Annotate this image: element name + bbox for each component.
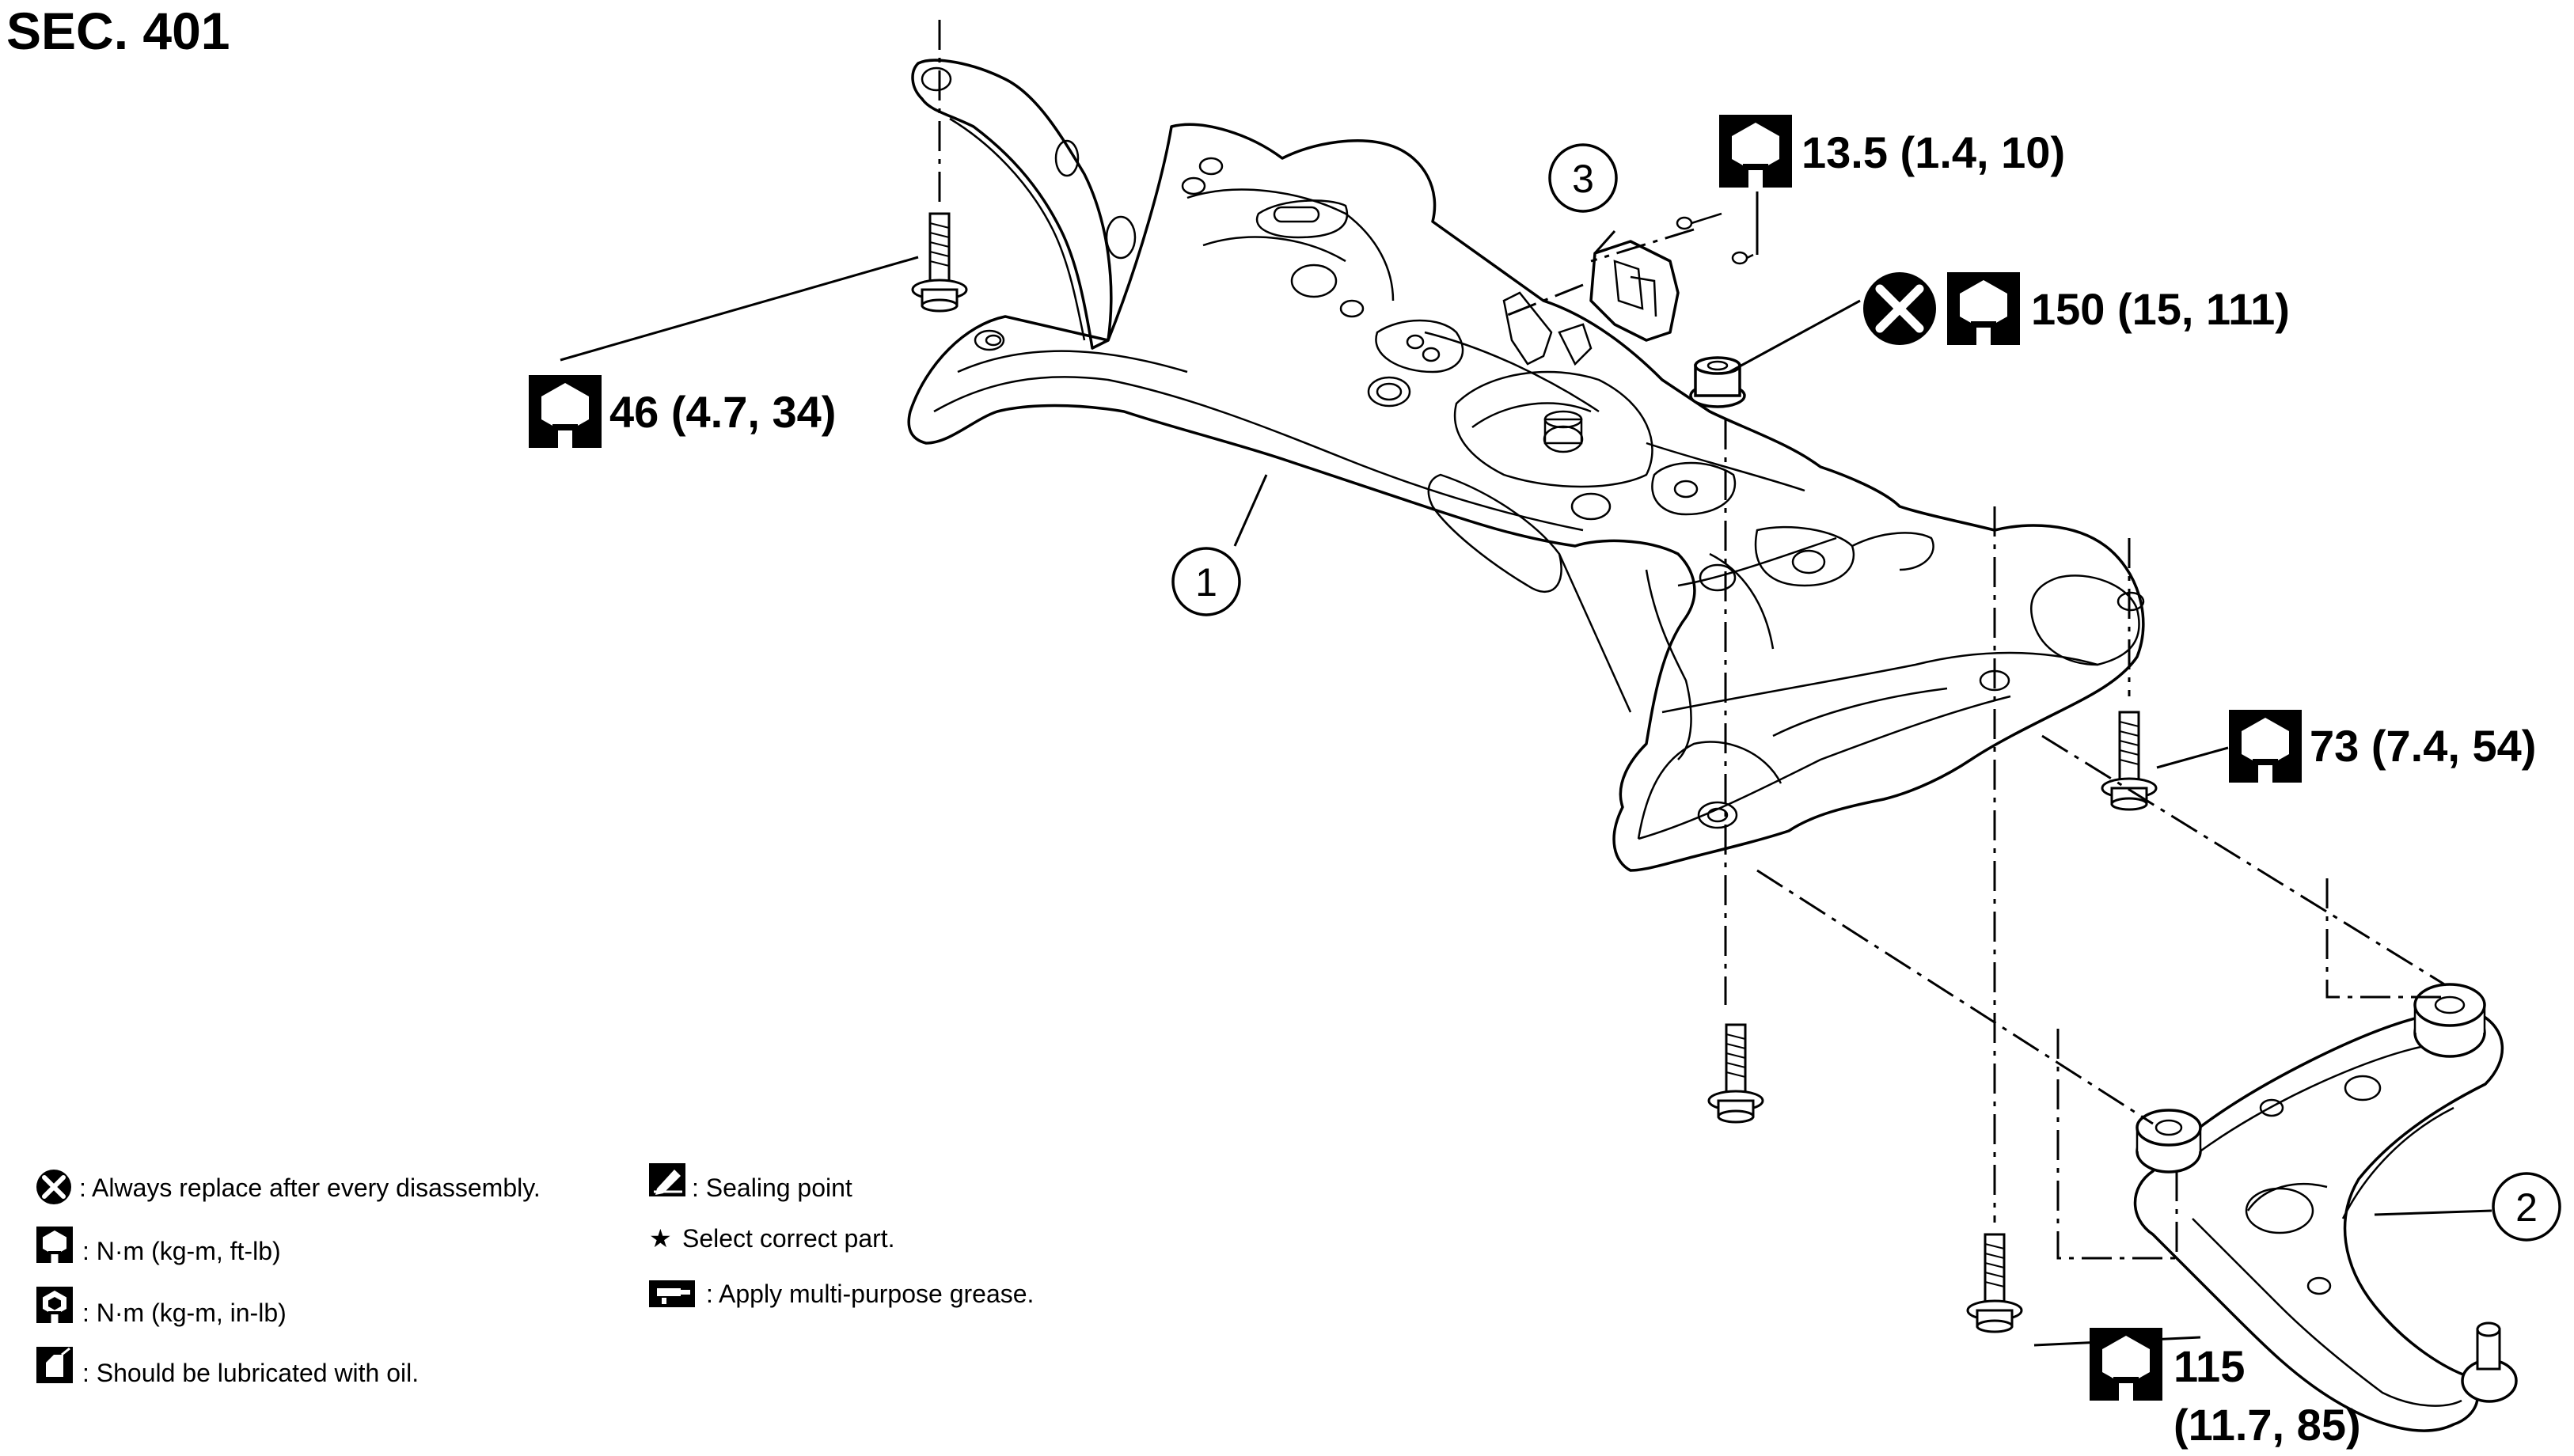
leader-lines bbox=[560, 191, 2492, 1347]
legend-oil: : Should be lubricated with oil. bbox=[36, 1347, 419, 1387]
legend-nm-inlb-text: : N·m (kg-m, in-lb) bbox=[82, 1299, 287, 1327]
wrench-hex-icon bbox=[2090, 1328, 2162, 1401]
star-icon: ★ bbox=[649, 1224, 672, 1253]
torque-value-1: 13.5 (1.4, 10) bbox=[1801, 127, 2065, 177]
x-circle-icon bbox=[36, 1170, 71, 1204]
legend-nm-inlb: : N·m (kg-m, in-lb) bbox=[36, 1287, 287, 1327]
legend-grease: : Apply multi-purpose grease. bbox=[649, 1280, 1034, 1308]
bolt-right bbox=[2101, 711, 2158, 811]
legend-select: ★ Select correct part. bbox=[649, 1224, 895, 1253]
transverse-link bbox=[2133, 983, 2518, 1432]
torque-spec-4: 73 (7.4, 54) bbox=[2229, 710, 2536, 783]
wrench-hex-icon bbox=[2229, 710, 2302, 783]
callout-3-label: 3 bbox=[1572, 157, 1594, 201]
wrench-hex-icon bbox=[1947, 272, 2020, 345]
legend-nm-ftlb-text: : N·m (kg-m, ft-lb) bbox=[82, 1237, 281, 1265]
wrench-hex-icon bbox=[529, 375, 602, 448]
legend-select-text: Select correct part. bbox=[682, 1224, 895, 1253]
legend-nm-ftlb: : N·m (kg-m, ft-lb) bbox=[36, 1227, 281, 1265]
alignment-lines bbox=[938, 20, 2447, 1260]
callout-3: 3 bbox=[1548, 143, 1618, 213]
wrench-hex-inlb-icon bbox=[36, 1287, 73, 1323]
legend-oil-text: : Should be lubricated with oil. bbox=[82, 1359, 419, 1387]
bolt-lower-right bbox=[1966, 1233, 2023, 1333]
x-circle-icon bbox=[1863, 272, 1936, 345]
torque-value-3: 46 (4.7, 34) bbox=[609, 387, 836, 437]
oil-can-icon bbox=[36, 1347, 73, 1383]
torque-value-5-line2: (11.7, 85) bbox=[2173, 1400, 2361, 1450]
front-suspension-member bbox=[907, 59, 2145, 872]
sealing-point-icon bbox=[649, 1163, 685, 1196]
bolt-lower-center bbox=[1707, 1023, 1764, 1124]
legend-grease-text: : Apply multi-purpose grease. bbox=[706, 1280, 1034, 1308]
torque-spec-1: 13.5 (1.4, 10) bbox=[1719, 115, 2065, 188]
torque-spec-5: 115 (11.7, 85) bbox=[2090, 1328, 2361, 1450]
torque-spec-2: 150 (15, 111) bbox=[1863, 272, 2290, 345]
legend-replace: : Always replace after every disassembly… bbox=[36, 1170, 541, 1204]
section-title: SEC. 401 bbox=[6, 2, 230, 60]
legend-sealing: : Sealing point bbox=[649, 1163, 852, 1202]
callout-2-label: 2 bbox=[2515, 1185, 2538, 1230]
torque-value-4: 73 (7.4, 54) bbox=[2310, 721, 2536, 771]
wrench-hex-icon bbox=[36, 1227, 73, 1263]
callout-1: 1 bbox=[1171, 547, 1241, 616]
torque-value-5-line1: 115 bbox=[2173, 1341, 2245, 1391]
bracket-part-3 bbox=[1502, 212, 1754, 366]
legend-replace-text: : Always replace after every disassembly… bbox=[79, 1174, 541, 1202]
bolt-upper-left bbox=[911, 212, 968, 313]
wrench-hex-icon bbox=[1719, 115, 1792, 188]
callout-1-label: 1 bbox=[1195, 560, 1217, 605]
torque-spec-3: 46 (4.7, 34) bbox=[529, 375, 836, 448]
torque-value-2: 150 (15, 111) bbox=[2031, 284, 2290, 334]
legend-sealing-text: : Sealing point bbox=[692, 1174, 852, 1202]
flange-nut bbox=[1689, 356, 1746, 408]
legend: : Always replace after every disassembly… bbox=[36, 1163, 1034, 1387]
grease-icon bbox=[649, 1280, 695, 1307]
callout-2: 2 bbox=[2492, 1172, 2561, 1242]
